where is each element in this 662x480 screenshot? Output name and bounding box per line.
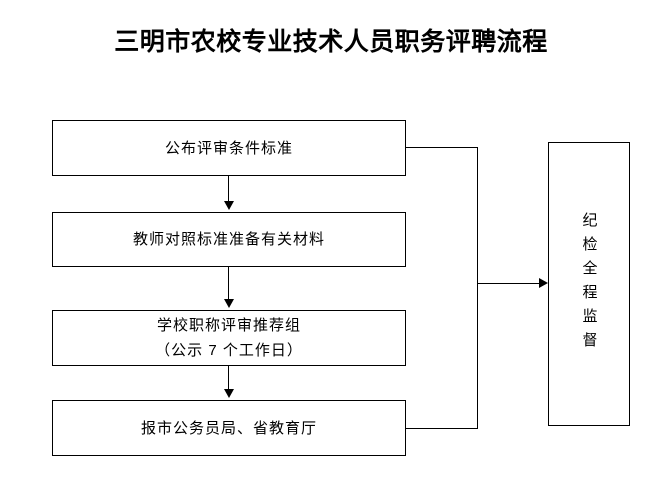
page-title: 三明市农校专业技术人员职务评聘流程	[114, 29, 548, 56]
flow-node-label: 报市公务员局、省教育厅	[140, 419, 317, 437]
flow-node-label: 公布评审条件标准	[164, 139, 293, 157]
connector-arrowhead-n2-n3	[224, 299, 234, 308]
connector-arrowhead-n1-n2	[224, 201, 234, 210]
flow-node-discipline-supervision[interactable]: 纪检全程监督	[548, 142, 630, 426]
connector-line-n2-n3	[228, 267, 229, 301]
flow-node-sublabel: （公示 7 个工作日）	[155, 342, 303, 359]
flow-node-label: 教师对照标准准备有关材料	[132, 231, 325, 248]
connector-arrowhead-n3-n4	[224, 389, 234, 398]
flow-node-publish-criteria[interactable]: 公布评审条件标准	[52, 120, 406, 176]
connector-line-n1-bracket	[406, 147, 478, 148]
connector-line-n3-n4	[228, 366, 229, 391]
flow-node-school-review-group[interactable]: 学校职称评审推荐组 （公示 7 个工作日）	[52, 310, 406, 366]
connector-line-bracket-to-monitor	[478, 283, 540, 284]
flow-node-teacher-prepare-materials[interactable]: 教师对照标准准备有关材料	[52, 212, 406, 267]
connector-line-n1-n2	[228, 176, 229, 203]
connector-arrowhead-to-monitor	[539, 278, 548, 288]
flow-node-label: 学校职称评审推荐组	[156, 317, 301, 334]
connector-line-n4-bracket	[406, 428, 478, 429]
flow-node-label-vertical: 纪检全程监督	[580, 212, 598, 356]
flow-node-report-to-bureaus[interactable]: 报市公务员局、省教育厅	[52, 400, 406, 456]
connector-line-bracket-spine	[477, 147, 478, 429]
